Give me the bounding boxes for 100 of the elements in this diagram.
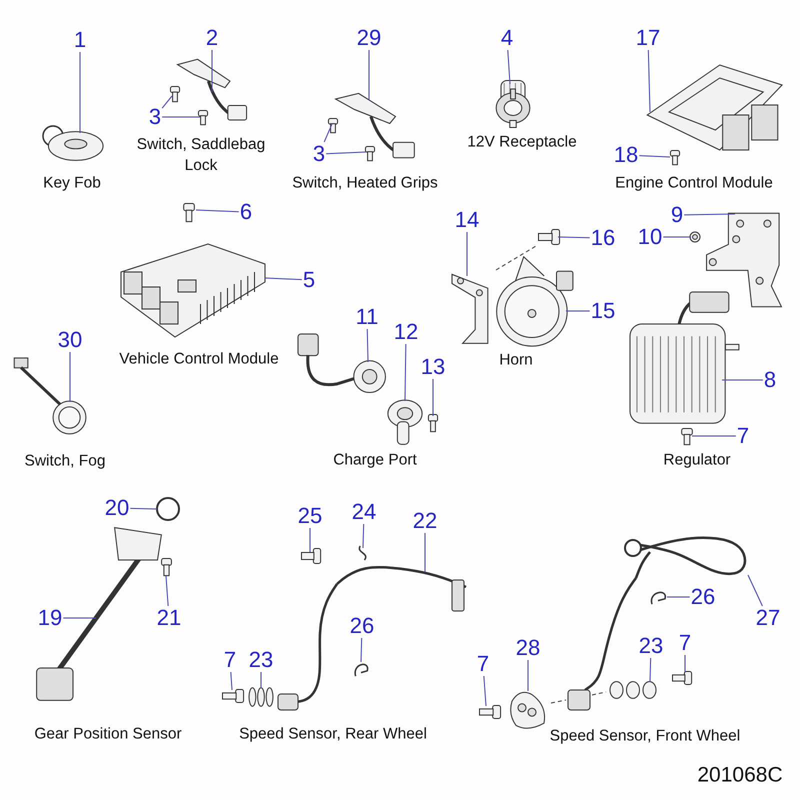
washer-drawing xyxy=(608,680,658,700)
leader-line xyxy=(638,155,670,158)
part-name: Horn xyxy=(499,350,533,370)
callout-number: 3 xyxy=(148,105,162,129)
part-name: Gear Position Sensor xyxy=(34,724,182,744)
callout-number: 25 xyxy=(296,504,324,528)
callout-number: 1 xyxy=(72,28,88,52)
leader-line xyxy=(507,50,510,84)
leader-line xyxy=(130,508,158,510)
part-name: Key Fob xyxy=(43,174,101,194)
nut-drawing xyxy=(689,231,701,243)
callout-number: 27 xyxy=(754,606,782,630)
callout-number: 16 xyxy=(590,226,616,250)
screw-drawing xyxy=(327,118,339,133)
callout-number: 19 xyxy=(36,606,64,630)
screw-drawing xyxy=(301,548,321,564)
leader-line xyxy=(360,638,362,662)
callout-number: 2 xyxy=(204,26,220,50)
leader-line xyxy=(404,344,406,402)
callout-number: 10 xyxy=(636,225,664,249)
drawing-number: 201068C xyxy=(697,764,783,786)
screw-drawing xyxy=(680,428,694,445)
leader-line xyxy=(432,378,434,416)
screw-drawing xyxy=(669,150,681,165)
leader-line xyxy=(483,676,486,706)
callout-number: 7 xyxy=(222,648,238,672)
leader-line xyxy=(684,654,686,672)
leader-line xyxy=(230,672,232,690)
callout-number: 12 xyxy=(392,320,420,344)
leader-line xyxy=(648,50,650,112)
part-name: Switch, Heated Grips xyxy=(292,174,438,194)
screw-drawing xyxy=(160,558,173,576)
callout-number: 23 xyxy=(638,634,664,658)
leader-line xyxy=(162,96,172,109)
part-name: Speed Sensor, Front Wheel xyxy=(550,726,740,746)
leader-line xyxy=(324,124,332,142)
screw-drawing xyxy=(222,689,244,703)
part-name: Vehicle Control Module xyxy=(119,350,279,370)
leader-line xyxy=(566,310,590,312)
part-name: Regulator xyxy=(663,450,731,470)
leader-line xyxy=(748,574,763,606)
callout-number: 15 xyxy=(590,299,616,323)
leader-line xyxy=(558,236,590,238)
callout-number: 18 xyxy=(612,143,640,167)
regulator-drawing xyxy=(628,290,740,426)
callout-number: 26 xyxy=(690,585,716,609)
screw-drawing xyxy=(538,229,560,245)
callout-number: 29 xyxy=(356,26,382,50)
callout-number: 5 xyxy=(302,268,316,292)
part-name: 12V Receptacle xyxy=(467,132,577,152)
receptacle-drawing xyxy=(493,78,533,128)
leader-line xyxy=(326,152,366,154)
leader-line xyxy=(368,50,370,100)
callout-number: 4 xyxy=(500,26,514,50)
screw-drawing xyxy=(364,146,376,161)
callout-number: 21 xyxy=(156,606,182,630)
callout-number: 26 xyxy=(348,614,376,638)
leader-line xyxy=(424,532,426,572)
leader-line xyxy=(166,576,169,606)
callout-number: 3 xyxy=(312,142,326,166)
screw-drawing xyxy=(427,414,439,432)
leader-line xyxy=(684,214,736,216)
screw-drawing xyxy=(169,86,181,102)
callout-number: 20 xyxy=(104,496,130,520)
callout-number: 30 xyxy=(56,328,84,352)
part-name: Charge Port xyxy=(333,450,417,470)
callout-number: 11 xyxy=(354,305,380,329)
leader-line xyxy=(362,524,364,548)
callout-number: 24 xyxy=(350,500,378,524)
screw-drawing xyxy=(197,110,209,125)
callout-number: 6 xyxy=(238,200,254,224)
callout-number: 8 xyxy=(762,368,778,392)
screw-drawing xyxy=(479,705,501,719)
washer-drawing xyxy=(248,686,274,708)
leader-line xyxy=(650,658,652,682)
leader-line xyxy=(264,278,302,280)
callout-number: 13 xyxy=(420,355,446,379)
leader-line xyxy=(666,596,690,598)
leader-line xyxy=(196,210,240,212)
part-name: Switch, Saddlebag Lock xyxy=(136,135,266,176)
callout-number: 17 xyxy=(634,26,662,50)
callout-number: 23 xyxy=(248,648,274,672)
o-ring-drawing xyxy=(155,496,181,522)
part-name: Engine Control Module xyxy=(615,174,773,194)
callout-number: 9 xyxy=(670,203,684,227)
leader-line xyxy=(662,236,692,238)
part-name: Switch, Fog xyxy=(24,452,106,472)
callout-number: 7 xyxy=(736,424,750,448)
callout-number: 28 xyxy=(514,636,542,660)
callout-number: 22 xyxy=(412,509,438,533)
callout-number: 7 xyxy=(476,652,490,676)
screw-drawing xyxy=(182,203,196,222)
screw-drawing xyxy=(672,671,692,685)
leader-line xyxy=(466,232,468,276)
leader-line xyxy=(260,672,262,688)
leader-line xyxy=(162,116,200,118)
callout-number: 14 xyxy=(454,208,480,232)
leader-line xyxy=(366,328,368,362)
callout-number: 7 xyxy=(678,631,692,655)
part-name: Speed Sensor, Rear Wheel xyxy=(239,724,427,744)
